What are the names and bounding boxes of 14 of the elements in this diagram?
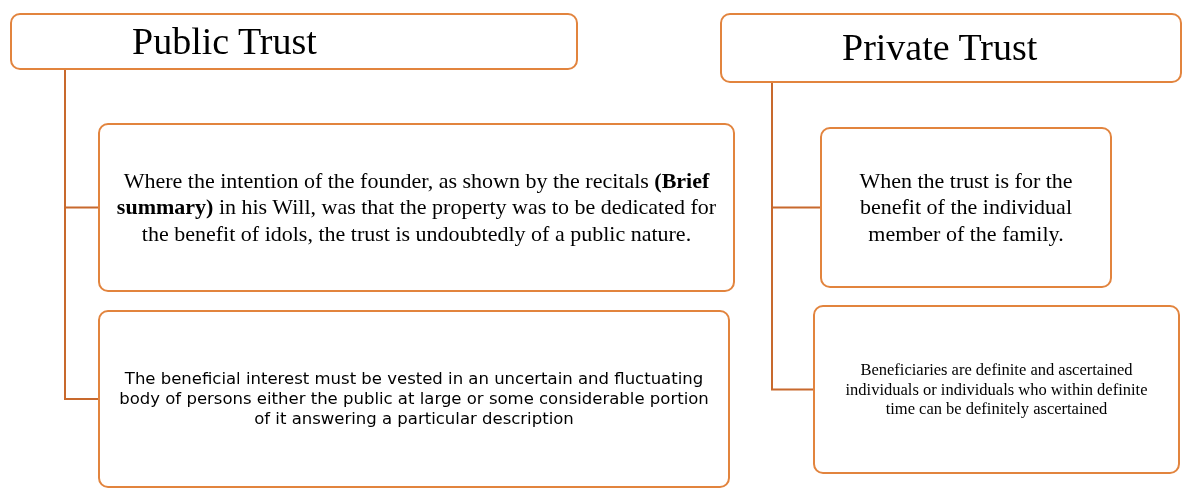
text-box xyxy=(98,310,730,488)
description-text: When the trust is for the benefit of the individual member of the family. xyxy=(858,167,1074,248)
title-text: Private Trust xyxy=(842,27,1038,69)
connector-line xyxy=(771,82,814,391)
connector-line xyxy=(64,69,99,400)
description-text: Where the intention of the founder, as shown by the recitals (Brief summary) in his Will, was that the property was to be dedicated for the benefit of idols, the trust is undoubtedly of a public nature. xyxy=(115,167,718,248)
text-box xyxy=(98,123,735,292)
description-text: The beneficial interest must be vested in an uncertain and fluctuating body of persons either the public at large or some considerable portion of it answering a particular description xyxy=(118,369,710,429)
text-box xyxy=(813,305,1180,474)
description-text: Beneficiaries are definite and ascertained individuals or individuals who within definite time can be definitely ascertained xyxy=(844,359,1149,420)
text-box xyxy=(820,127,1112,288)
title-box xyxy=(10,13,578,70)
title-text: Public Trust xyxy=(132,20,317,63)
title-box xyxy=(720,13,1182,83)
